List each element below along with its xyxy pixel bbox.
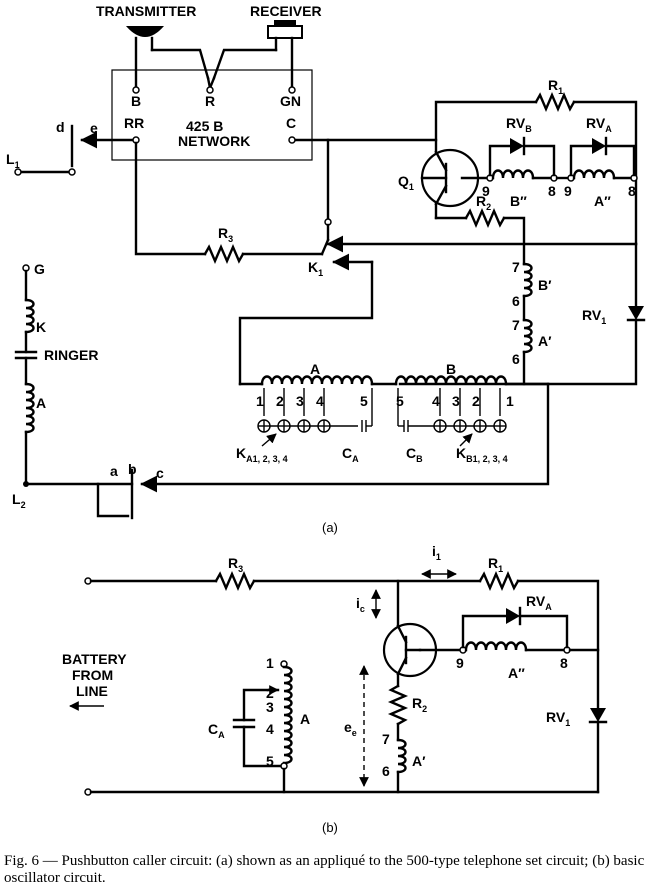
ca-label-a: CA	[342, 445, 359, 464]
network-425b-box	[111, 69, 313, 161]
l2-label: L2	[12, 491, 26, 510]
kb-label: KB1, 2, 3, 4	[456, 445, 508, 464]
node-8-b: 8	[628, 183, 636, 199]
l1-label: L1	[6, 151, 20, 170]
figure-caption: Fig. 6 — Pushbutton caller circuit: (a) …	[4, 853, 645, 886]
ic-label: ic	[356, 595, 365, 614]
contact-a: a	[110, 463, 118, 479]
r3-label-b: R3	[228, 555, 243, 574]
node-6-b2: 6	[382, 763, 390, 779]
battery-line3: LINE	[76, 683, 108, 699]
coil-a-label-b: A	[300, 711, 310, 727]
node-8-b2: 8	[560, 655, 568, 671]
node-9-b2: 9	[456, 655, 464, 671]
tap-b-3: 3	[452, 393, 460, 409]
tap-b-5: 5	[396, 393, 404, 409]
a-prime-label-b: A′	[412, 753, 426, 769]
battery-line1: BATTERY	[62, 651, 127, 667]
part-b-label: (b)	[322, 820, 338, 835]
tap-b-1: 1	[506, 393, 514, 409]
ka-buttons	[257, 419, 331, 433]
receiver-icon	[212, 20, 303, 90]
coil-a-label: A	[310, 361, 320, 377]
coil-b-label: B	[446, 361, 456, 377]
tap-a-4: 4	[316, 393, 324, 409]
ringer-label: RINGER	[44, 347, 98, 363]
a-prime-label: A′	[538, 333, 552, 349]
receiver-label: RECEIVER	[250, 3, 322, 19]
node-1-b: 1	[266, 655, 274, 671]
contact-c: c	[156, 465, 164, 481]
rvb-label: RVB	[506, 115, 532, 134]
term-c: C	[286, 115, 296, 131]
transmitter-icon	[126, 26, 210, 90]
node-7-b2: 7	[382, 731, 390, 747]
r1-label-b: R1	[488, 555, 503, 574]
battery-line2: FROM	[72, 667, 113, 683]
k-label: K	[36, 319, 46, 335]
cb-label: CB	[406, 445, 423, 464]
b-prime-label: B′	[538, 277, 552, 293]
node-8-a: 8	[548, 183, 556, 199]
part-a-label: (a)	[322, 520, 338, 535]
tap-b-2: 2	[472, 393, 480, 409]
rva-label-a: RVA	[586, 115, 612, 134]
rv1-label-b: RV1	[546, 709, 570, 728]
network-label-1: 425 B	[186, 118, 223, 134]
contact-e: e	[90, 120, 98, 136]
i1-label: i1	[432, 543, 441, 562]
r3-label: R3	[218, 225, 233, 244]
term-gn: GN	[280, 93, 301, 109]
node-7-b: 7	[512, 317, 520, 333]
tap-a-5: 5	[360, 393, 368, 409]
tap-a-3: 3	[296, 393, 304, 409]
node-7-a: 7	[512, 259, 520, 275]
a-dprime-label: A″	[594, 193, 611, 209]
node-6-a: 6	[512, 293, 520, 309]
node-3-b: 3	[266, 699, 274, 715]
term-rr: RR	[124, 115, 144, 131]
ringer-a-label: A	[36, 395, 46, 411]
contact-b: b	[128, 461, 137, 477]
node-6-b: 6	[512, 351, 520, 367]
r1-label-a: R1	[548, 77, 563, 96]
tap-a-2: 2	[276, 393, 284, 409]
term-b: B	[131, 93, 141, 109]
rva-label-b: RVA	[526, 593, 552, 612]
ka-label: KA1, 2, 3, 4	[236, 445, 288, 464]
r2-label-b: R2	[412, 695, 427, 714]
a-dprime-label-b: A″	[508, 665, 525, 681]
ee-label: ee	[344, 719, 357, 738]
node-9-a: 9	[482, 183, 490, 199]
g-label: G	[34, 261, 45, 277]
r2-label-a: R2	[476, 193, 491, 212]
node-4-b: 4	[266, 721, 274, 737]
rv1-label-a: RV1	[582, 307, 606, 326]
k1-label: K1	[308, 259, 323, 278]
tap-b-4: 4	[432, 393, 440, 409]
kb-buttons	[433, 419, 507, 433]
b-dprime-label: B″	[510, 193, 527, 209]
tap-a-1: 1	[256, 393, 264, 409]
transmitter-label: TRANSMITTER	[96, 3, 196, 19]
term-r: R	[205, 93, 215, 109]
ca-label-b: CA	[208, 721, 225, 740]
q1-label-a: Q1	[398, 173, 414, 192]
contact-d: d	[56, 119, 65, 135]
node-9-b: 9	[564, 183, 572, 199]
network-label-2: NETWORK	[178, 133, 250, 149]
node-5-b: 5	[266, 753, 274, 769]
